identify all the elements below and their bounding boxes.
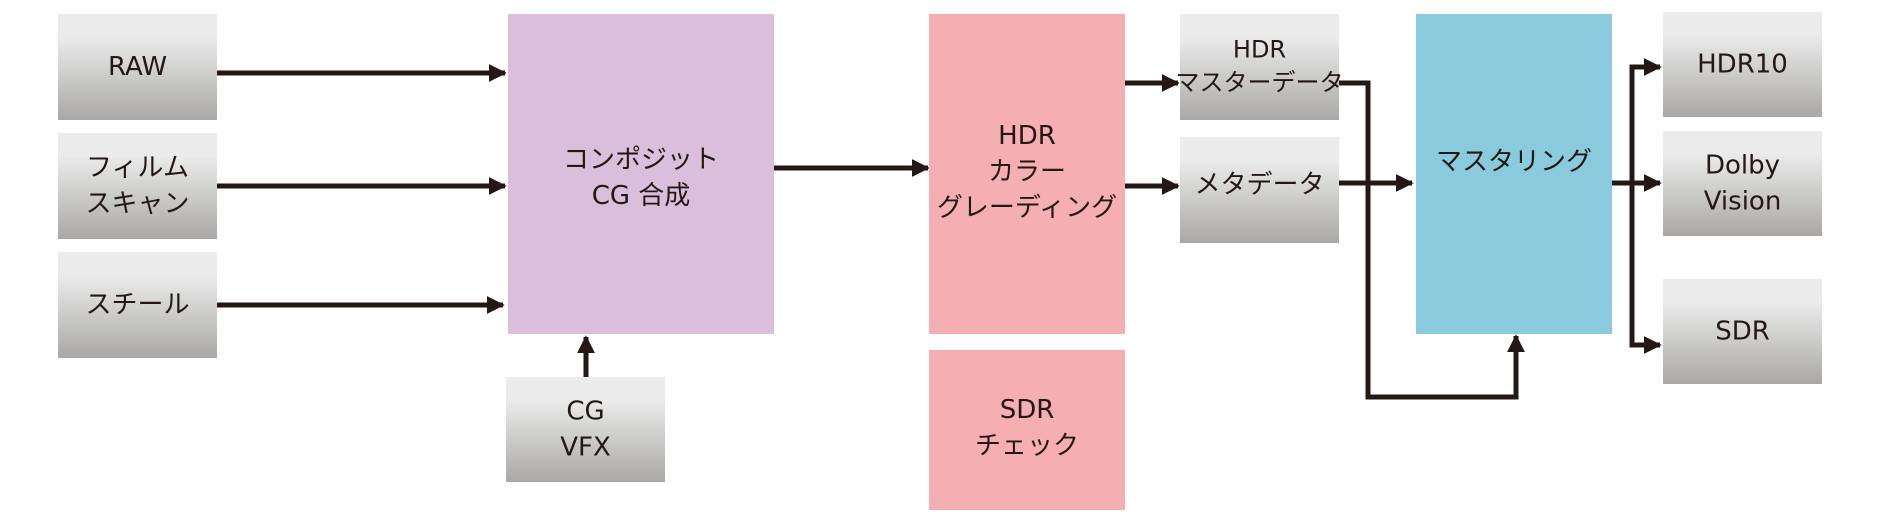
- film-scan-label-line: スキャン: [85, 189, 189, 219]
- arrow-mastering-to-hdr10: [1612, 58, 1662, 186]
- composite-cg-label-line: CG 合成: [592, 181, 691, 211]
- arrow-hdr-master-data-to-mastering: [1339, 80, 1525, 400]
- hdr-color-grading-label-line: グレーディング: [937, 193, 1117, 223]
- hdr-master-data-label-line: マスターデータ: [1176, 69, 1344, 97]
- hdr-color-grading-label-line: HDR: [998, 121, 1056, 151]
- sdr-label-line: SDR: [1715, 317, 1770, 347]
- hdr-color-grading-label-line: カラー: [988, 157, 1066, 187]
- hdr10-box: [1663, 12, 1822, 117]
- node-cg-vfx: CG VFX: [506, 377, 665, 482]
- composite-cg-box: [508, 14, 774, 334]
- metadata-label-line: メタデータ: [1194, 170, 1324, 200]
- hdr-color-grading-box: [929, 14, 1125, 334]
- hdr-master-data-label-line: HDR: [1233, 36, 1286, 64]
- sdr-check-label-line: チェック: [975, 431, 1079, 461]
- node-still: スチール: [58, 252, 217, 358]
- node-raw: RAW: [58, 14, 217, 120]
- still-box: [58, 252, 217, 358]
- still-label-line: スチール: [85, 290, 189, 320]
- raw-label-line: RAW: [108, 52, 167, 82]
- dolby-vision-label-line: Dolby: [1705, 151, 1780, 181]
- node-metadata: メタデータ: [1180, 137, 1339, 243]
- film-scan-label-line: フィルム: [86, 153, 189, 183]
- sdr-box: [1663, 279, 1822, 384]
- sdr-check-label-line: SDR: [1000, 395, 1055, 425]
- arrow-mastering-to-sdr: [1629, 183, 1662, 354]
- dolby-vision-label-line: Vision: [1704, 187, 1782, 217]
- sdr-check-box: [929, 350, 1125, 510]
- node-hdr10: HDR10: [1663, 12, 1822, 117]
- node-composite-cg: コンポジット CG 合成: [508, 14, 774, 334]
- mastering-label-line: マスタリング: [1436, 147, 1592, 177]
- node-sdr: SDR: [1663, 279, 1822, 384]
- composite-cg-label-line: コンポジット: [563, 145, 719, 175]
- cg-vfx-label-line: VFX: [560, 433, 611, 463]
- hdr10-label-line: HDR10: [1697, 50, 1788, 80]
- metadata-box: [1180, 137, 1339, 243]
- cg-vfx-box: [506, 377, 665, 482]
- cg-vfx-label-line: CG: [566, 397, 604, 427]
- raw-box: [58, 14, 217, 120]
- connector-layer: [217, 58, 1662, 400]
- node-mastering: マスタリング: [1416, 14, 1612, 334]
- mastering-box: [1416, 14, 1612, 334]
- film-scan-box: [58, 133, 217, 239]
- hdr-master-data-box: [1180, 14, 1339, 120]
- node-sdr-check: SDR チェック: [929, 350, 1125, 510]
- node-hdr-master-data: HDR マスターデータ: [1176, 14, 1344, 120]
- dolby-vision-box: [1663, 131, 1822, 236]
